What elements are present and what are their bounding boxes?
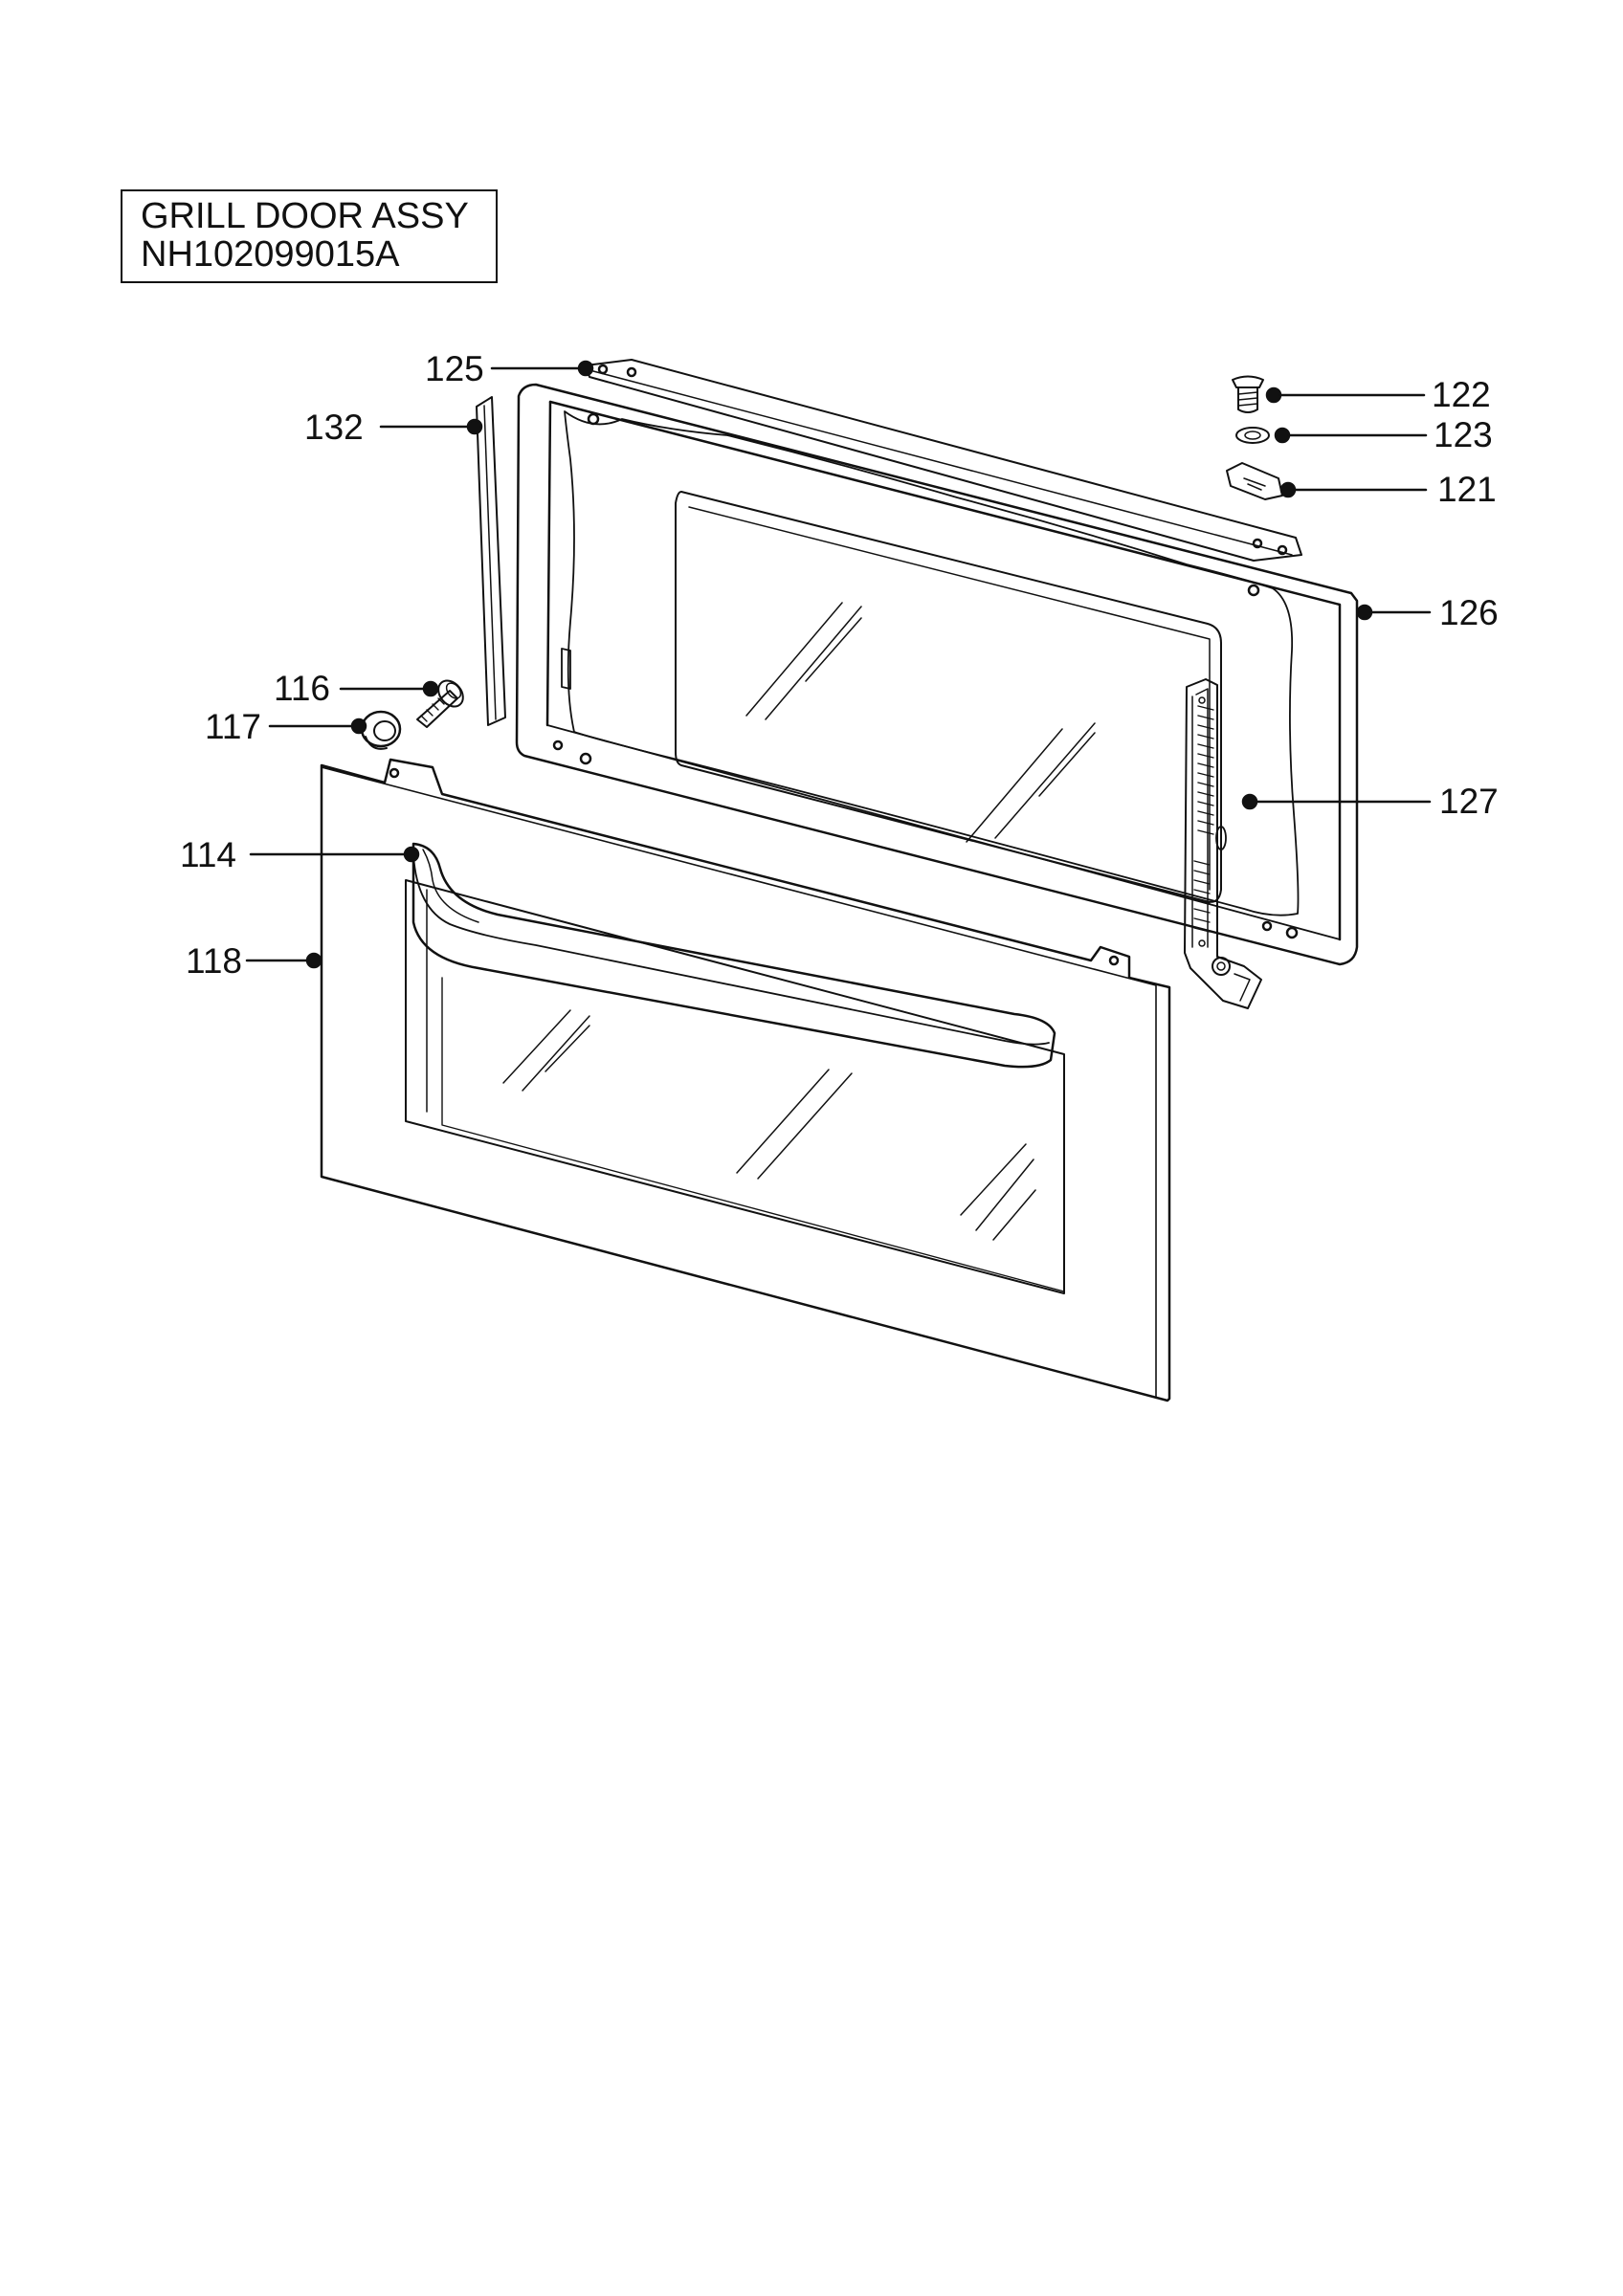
callout-label-117: 117 (205, 707, 261, 746)
callout-leaders (245, 360, 1432, 969)
assembly-part-number: NH102099015A (141, 234, 400, 275)
clip-121 (1226, 462, 1283, 500)
hinge-127 (1184, 678, 1262, 1009)
callout-label-114: 114 (180, 835, 236, 874)
top-trim-strip (585, 359, 1302, 562)
side-trim-strip (476, 396, 506, 726)
callout-label-125: 125 (425, 349, 484, 388)
spacer-117 (360, 710, 402, 750)
callout-label-127: 127 (1439, 782, 1499, 821)
callout-label-122: 122 (1432, 375, 1491, 414)
assembly-title: GRILL DOOR ASSY (141, 196, 469, 236)
washer-123 (1235, 427, 1270, 444)
callout-label-116: 116 (274, 669, 330, 708)
callout-label-126: 126 (1439, 593, 1499, 632)
title-box: GRILL DOOR ASSY NH102099015A (121, 189, 498, 283)
callout-label-132: 132 (304, 408, 364, 447)
screw-116 (416, 679, 464, 728)
outer-door-panel (320, 758, 1171, 1402)
callout-label-118: 118 (186, 941, 242, 981)
callout-label-123: 123 (1434, 415, 1493, 454)
callout-label-121: 121 (1437, 470, 1497, 509)
callout-labels: 125 132 122 123 121 126 116 117 127 114 … (180, 349, 1499, 981)
inner-door-frame (515, 383, 1359, 966)
screw-122 (1232, 375, 1264, 413)
door-handle (411, 842, 1056, 1069)
